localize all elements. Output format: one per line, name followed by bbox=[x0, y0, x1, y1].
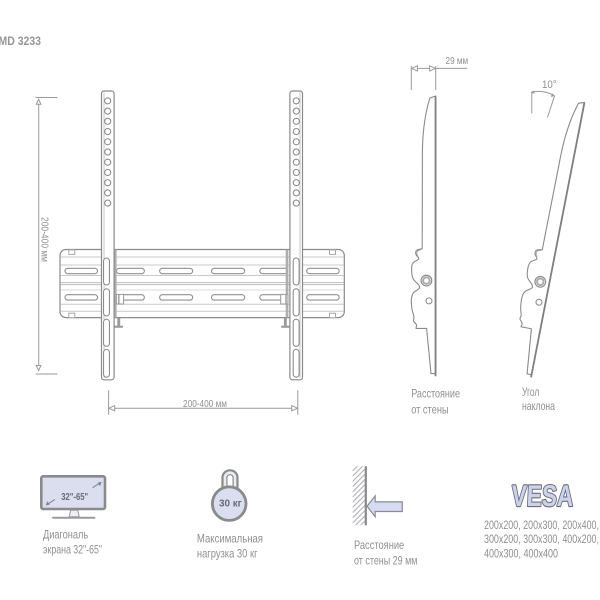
svg-text:экрана 32"-65": экрана 32"-65" bbox=[43, 542, 102, 556]
svg-text:10°: 10° bbox=[542, 79, 557, 91]
svg-text:29 мм: 29 мм bbox=[446, 56, 469, 67]
svg-text:от стены 29 мм: от стены 29 мм bbox=[354, 554, 417, 568]
svg-text:от стены: от стены bbox=[411, 402, 448, 416]
svg-text:200-400 мм: 200-400 мм bbox=[39, 217, 50, 262]
svg-text:200x200, 200x300, 200x400,: 200x200, 200x300, 200x400, bbox=[484, 518, 599, 532]
svg-text:Расстояние: Расстояние bbox=[354, 538, 404, 552]
svg-text:нагрузка 30 кг: нагрузка 30 кг bbox=[197, 547, 258, 561]
svg-text:400x300, 400x400: 400x300, 400x400 bbox=[484, 547, 558, 561]
svg-text:Расстояние: Расстояние bbox=[411, 387, 460, 401]
svg-text:MD 3233: MD 3233 bbox=[0, 35, 41, 48]
svg-text:200-400 мм: 200-400 мм bbox=[183, 399, 227, 410]
svg-text:30 кг: 30 кг bbox=[219, 499, 242, 510]
svg-text:Диагональ: Диагональ bbox=[43, 528, 88, 542]
svg-text:наклона: наклона bbox=[522, 399, 555, 413]
svg-text:300x200, 300x300, 400x200,: 300x200, 300x300, 400x200, bbox=[484, 532, 599, 546]
svg-text:32"-65": 32"-65" bbox=[61, 492, 88, 503]
svg-text:VESA: VESA bbox=[511, 480, 575, 513]
svg-text:Угол: Угол bbox=[522, 385, 539, 399]
svg-text:Максимальная: Максимальная bbox=[197, 531, 263, 545]
